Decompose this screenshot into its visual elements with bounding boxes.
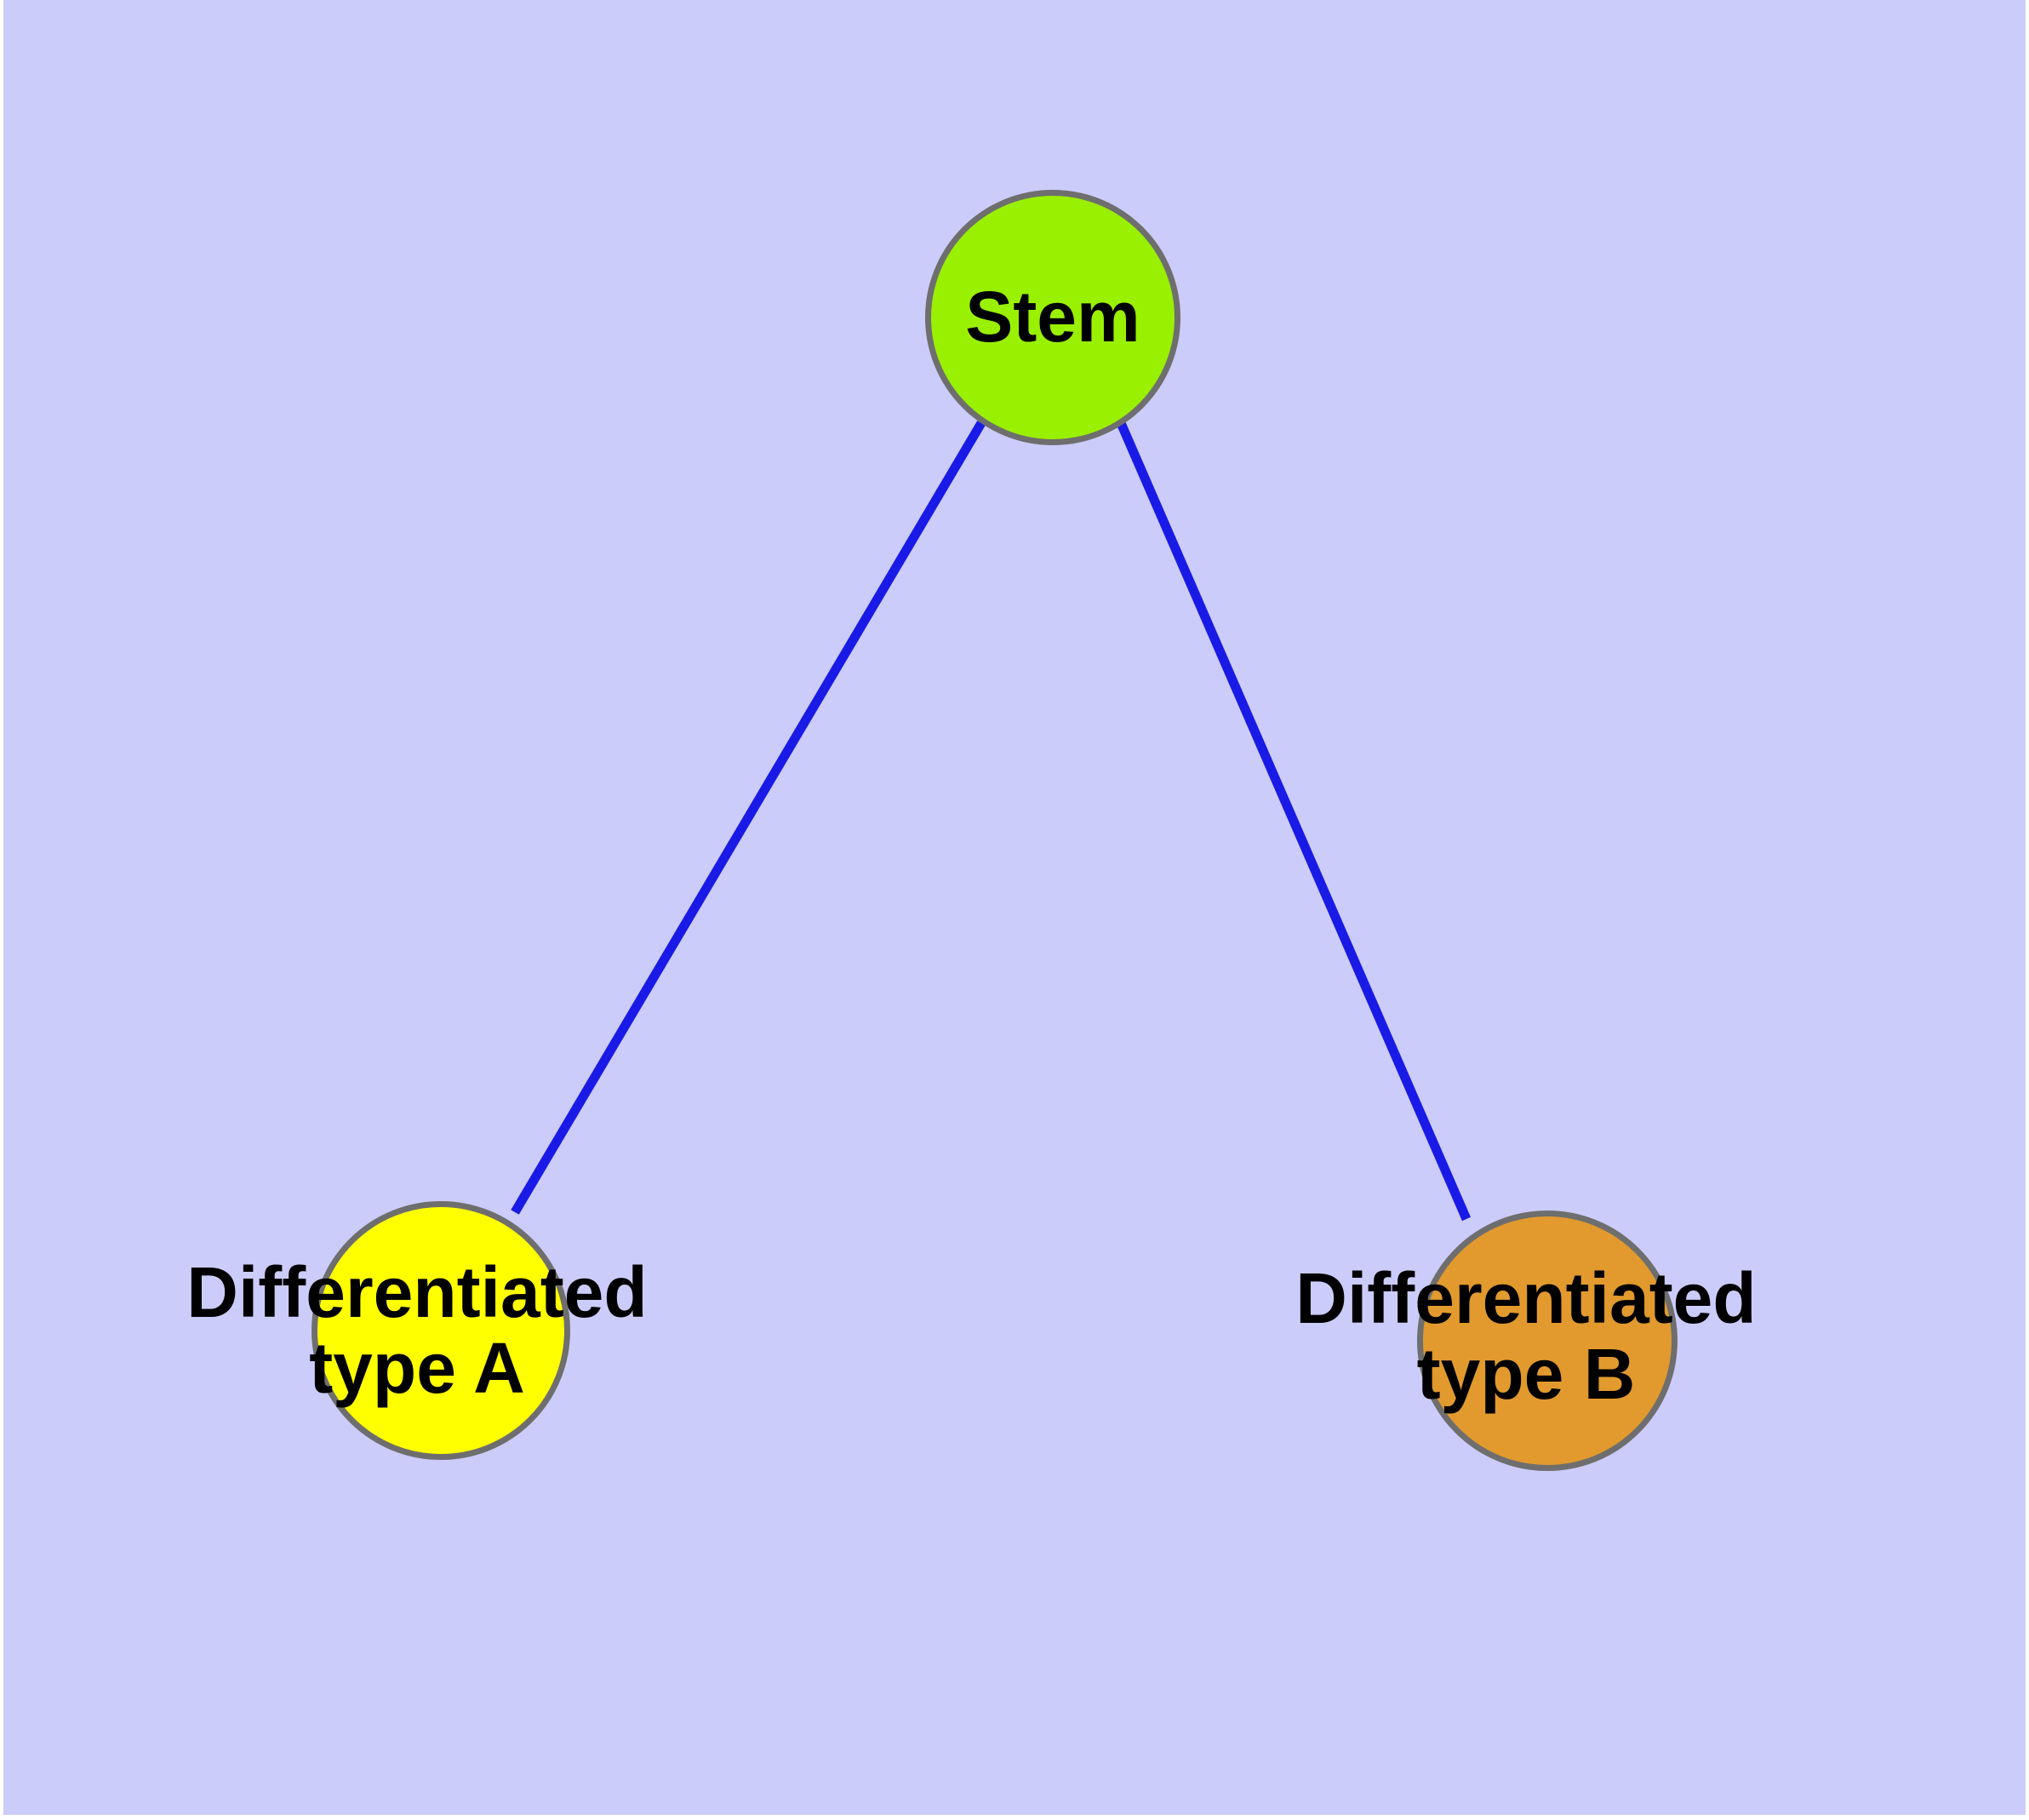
node-diff-b[interactable] — [1417, 1210, 1677, 1471]
edge-stem-diff-b[interactable] — [1116, 421, 1472, 1222]
node-stem[interactable] — [925, 190, 1180, 445]
node-diff-a[interactable] — [311, 1201, 570, 1460]
edge-stem-diff-a[interactable] — [511, 421, 986, 1215]
node-layer — [311, 190, 1677, 1471]
edge-layer — [511, 421, 1472, 1222]
